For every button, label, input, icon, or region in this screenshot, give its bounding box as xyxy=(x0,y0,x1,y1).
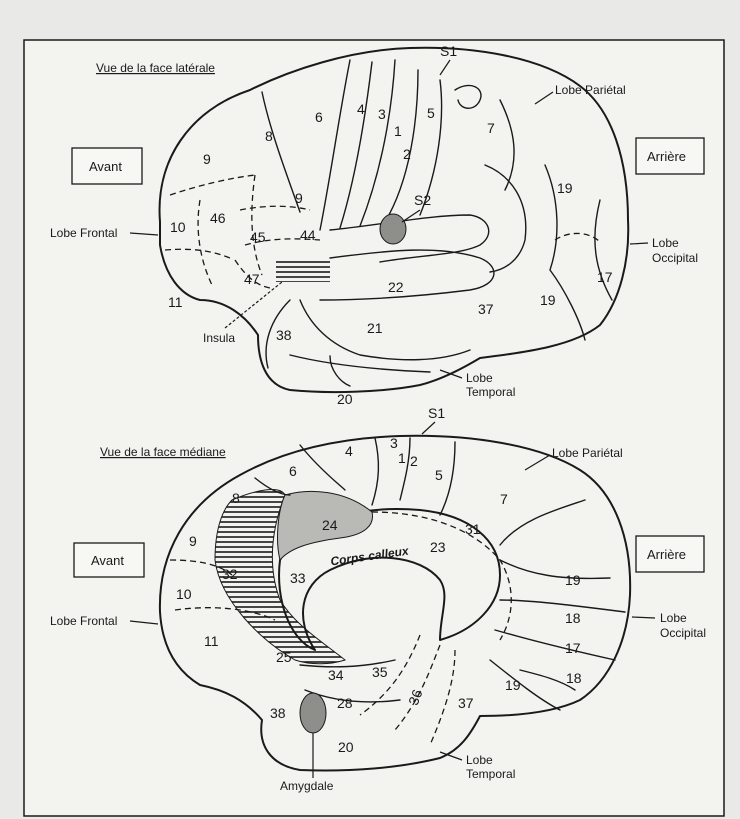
s2-region xyxy=(380,214,406,244)
lateral-area: 10 xyxy=(170,219,186,235)
lateral-arriere-label: Arrière xyxy=(647,149,686,164)
lateral-area: 45 xyxy=(250,229,266,245)
medial-area: 37 xyxy=(458,695,474,711)
lateral-area: 8 xyxy=(265,128,273,144)
lateral-area: 3 xyxy=(378,106,386,122)
lateral-s2-label: S2 xyxy=(414,192,431,208)
lateral-area: 5 xyxy=(427,105,435,121)
lateral-lobe-parietal-label: Lobe Pariétal xyxy=(555,83,626,97)
medial-lobe-temporal-label-2: Temporal xyxy=(466,767,515,781)
medial-area: 20 xyxy=(338,739,354,755)
medial-area: 19 xyxy=(565,572,581,588)
lateral-area: 4 xyxy=(357,101,365,117)
medial-area: 23 xyxy=(430,539,446,555)
lateral-area: 37 xyxy=(478,301,494,317)
medial-area: 11 xyxy=(204,633,219,649)
lateral-area: 1 xyxy=(394,123,402,139)
lateral-avant-label: Avant xyxy=(89,159,122,174)
lateral-lobe-occipital-label-2: Occipital xyxy=(652,251,698,265)
lateral-area: 47 xyxy=(244,271,260,287)
lateral-area: 6 xyxy=(315,109,323,125)
medial-area: 6 xyxy=(289,463,297,479)
lateral-lobe-frontal-label: Lobe Frontal xyxy=(50,226,117,240)
medial-lobe-temporal-label-1: Lobe xyxy=(466,753,493,767)
medial-lobe-occipital-label-1: Lobe xyxy=(660,611,687,625)
lateral-area: 20 xyxy=(337,391,353,407)
medial-lobe-occipital-label-2: Occipital xyxy=(660,626,706,640)
medial-area: 5 xyxy=(435,467,443,483)
medial-area: 25 xyxy=(276,649,292,665)
lateral-area: 19 xyxy=(540,292,556,308)
lateral-area: 11 xyxy=(168,294,183,310)
lateral-insula-label: Insula xyxy=(203,331,235,345)
medial-area: 18 xyxy=(566,670,582,686)
medial-area: 31 xyxy=(465,521,481,537)
medial-lobe-parietal-label: Lobe Pariétal xyxy=(552,446,623,460)
medial-area: 17 xyxy=(565,640,581,656)
medial-area: 3 xyxy=(390,435,398,451)
medial-lobe-frontal-label: Lobe Frontal xyxy=(50,614,117,628)
amygdala-region xyxy=(300,693,326,733)
medial-arriere-label: Arrière xyxy=(647,547,686,562)
lateral-title: Vue de la face latérale xyxy=(96,61,215,75)
medial-area: 28 xyxy=(337,695,353,711)
medial-area: 1 xyxy=(398,450,406,466)
lateral-area: 9 xyxy=(295,190,303,206)
lateral-area: 21 xyxy=(367,320,383,336)
lateral-lobe-temporal-label-2: Temporal xyxy=(466,385,515,399)
lateral-area: 17 xyxy=(597,269,613,285)
lateral-area: 22 xyxy=(388,279,404,295)
medial-area: 4 xyxy=(345,443,353,459)
medial-area: 24 xyxy=(322,517,338,533)
medial-area: 38 xyxy=(270,705,286,721)
lateral-area: 9 xyxy=(203,151,211,167)
medial-area: 2 xyxy=(410,453,418,469)
medial-s1-label: S1 xyxy=(428,405,445,421)
medial-area: 19 xyxy=(505,677,521,693)
medial-area: 18 xyxy=(565,610,581,626)
lateral-area: 19 xyxy=(557,180,573,196)
medial-area: 10 xyxy=(176,586,192,602)
medial-area: 34 xyxy=(328,667,344,683)
medial-area: 7 xyxy=(500,491,508,507)
medial-area: 8 xyxy=(232,490,240,506)
lateral-area: 46 xyxy=(210,210,226,226)
amygdale-label: Amygdale xyxy=(280,779,334,793)
medial-title: Vue de la face médiane xyxy=(100,445,226,459)
lateral-s1-label: S1 xyxy=(440,43,457,59)
lateral-lobe-temporal-label-1: Lobe xyxy=(466,371,493,385)
medial-area: 33 xyxy=(290,570,306,586)
medial-area: 32 xyxy=(222,566,238,582)
insula-hatch xyxy=(276,258,330,282)
lateral-area: 38 xyxy=(276,327,292,343)
lateral-area: 7 xyxy=(487,120,495,136)
lateral-area: 2 xyxy=(403,146,411,162)
medial-area: 9 xyxy=(189,533,197,549)
lateral-area: 44 xyxy=(300,227,316,243)
medial-avant-label: Avant xyxy=(91,553,124,568)
lateral-lobe-occipital-label-1: Lobe xyxy=(652,236,679,250)
medial-area: 35 xyxy=(372,664,388,680)
